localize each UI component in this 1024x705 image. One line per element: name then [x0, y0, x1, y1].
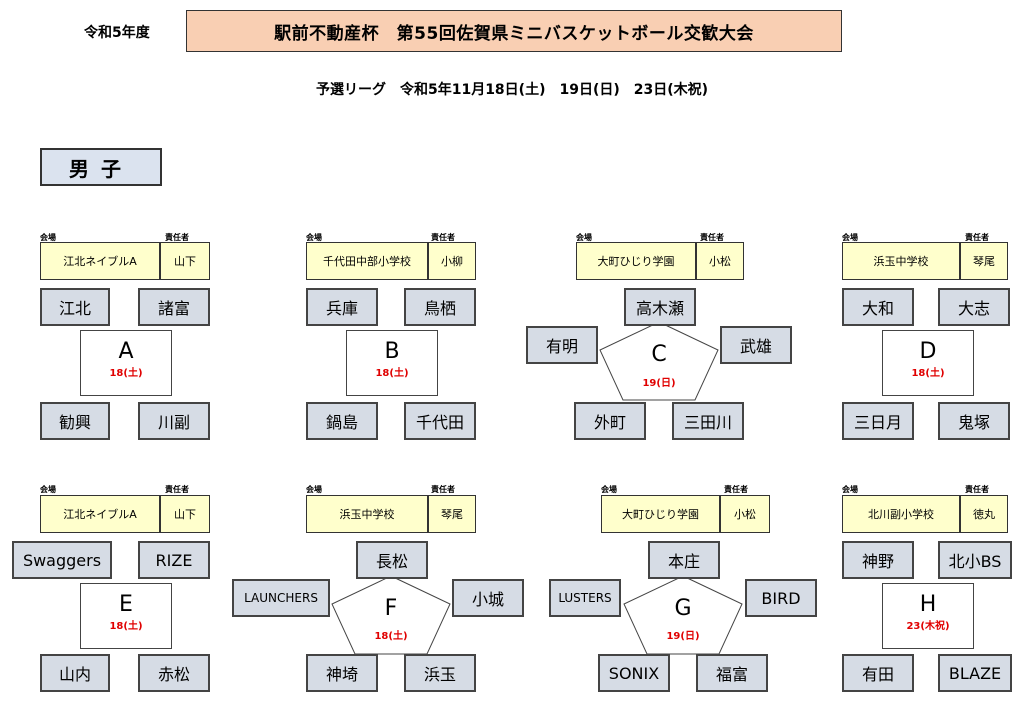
group-d-team: 三日月	[842, 402, 914, 440]
group-a-team: 川副	[138, 402, 210, 440]
group-a-person: 山下	[160, 242, 210, 280]
group-g-team: BIRD	[745, 579, 817, 617]
venue-label: 会場	[576, 233, 592, 242]
group-d-team: 大和	[842, 288, 914, 326]
group-a-team: 勧興	[40, 402, 110, 440]
group-g-pentagon	[623, 575, 743, 655]
tournament-title: 駅前不動産杯 第55回佐賀県ミニバスケットボール交歓大会	[186, 10, 842, 52]
group-c-venue: 大町ひじり学園	[576, 242, 696, 280]
group-c-team: 高木瀬	[624, 288, 696, 326]
group-e-center: E 18(土)	[80, 583, 172, 649]
schedule-subtitle: 予選リーグ 令和5年11月18日(土) 19日(日) 23日(木祝)	[315, 82, 709, 98]
group-g-team: LUSTERS	[549, 579, 621, 617]
group-g-letter: G	[674, 596, 692, 621]
venue-label: 会場	[842, 233, 858, 242]
venue-label: 会場	[601, 485, 617, 494]
group-h-team: BLAZE	[938, 654, 1012, 692]
group-f-team: 浜玉	[404, 654, 476, 692]
venue-label: 会場	[40, 233, 56, 242]
group-f-team: 小城	[452, 579, 524, 617]
venue-label: 会場	[306, 233, 322, 242]
group-g-team: 福富	[696, 654, 768, 692]
section-label-boys: 男子	[40, 148, 162, 186]
group-a-date: 18(土)	[109, 368, 143, 379]
group-h-team: 有田	[842, 654, 914, 692]
group-b-venue: 千代田中部小学校	[306, 242, 428, 280]
group-b-team: 鍋島	[306, 402, 378, 440]
group-f-person: 琴尾	[428, 495, 476, 533]
group-e-team: 山内	[40, 654, 110, 692]
group-c-person: 小松	[696, 242, 744, 280]
group-c-pentagon	[599, 321, 719, 401]
group-e-team: 赤松	[138, 654, 210, 692]
group-d-team: 鬼塚	[938, 402, 1010, 440]
group-b-team: 鳥栖	[404, 288, 476, 326]
group-f-team: 長松	[356, 541, 428, 579]
group-h-team: 北小BS	[938, 541, 1012, 579]
person-label: 責任者	[431, 233, 455, 242]
group-c-team: 武雄	[720, 326, 792, 364]
group-e-date: 18(土)	[109, 621, 143, 632]
group-a-team: 諸富	[138, 288, 210, 326]
group-d-center: D 18(土)	[882, 330, 974, 396]
person-label: 責任者	[431, 485, 455, 494]
group-a-center: A 18(土)	[80, 330, 172, 396]
season-year: 令和5年度	[84, 25, 150, 41]
group-d-letter: D	[919, 339, 937, 364]
group-g-team: 本庄	[648, 541, 720, 579]
person-label: 責任者	[165, 485, 189, 494]
group-g-date: 19(日)	[666, 631, 700, 642]
venue-label: 会場	[306, 485, 322, 494]
group-b-center: B 18(土)	[346, 330, 438, 396]
group-d-person: 琴尾	[960, 242, 1008, 280]
group-d-team: 大志	[938, 288, 1010, 326]
group-h-venue: 北川副小学校	[842, 495, 960, 533]
group-c-letter: C	[651, 342, 667, 367]
group-d-venue: 浜玉中学校	[842, 242, 960, 280]
person-label: 責任者	[724, 485, 748, 494]
group-h-letter: H	[919, 592, 937, 617]
group-h-team: 神野	[842, 541, 914, 579]
group-c-date: 19(日)	[642, 378, 676, 389]
group-d-date: 18(土)	[911, 368, 945, 379]
person-label: 責任者	[700, 233, 724, 242]
group-b-letter: B	[384, 339, 400, 364]
venue-label: 会場	[842, 485, 858, 494]
group-h-center: H 23(木祝)	[882, 583, 974, 649]
person-label: 責任者	[165, 233, 189, 242]
group-c-team: 外町	[574, 402, 646, 440]
group-e-team: Swaggers	[12, 541, 112, 579]
group-e-letter: E	[119, 592, 133, 617]
group-b-person: 小柳	[428, 242, 476, 280]
group-f-date: 18(土)	[374, 631, 408, 642]
group-f-letter: F	[384, 596, 398, 621]
group-e-person: 山下	[160, 495, 210, 533]
group-e-team: RIZE	[138, 541, 210, 579]
person-label: 責任者	[965, 233, 989, 242]
group-a-team: 江北	[40, 288, 110, 326]
group-f-team: 神埼	[306, 654, 378, 692]
group-b-team: 兵庫	[306, 288, 378, 326]
group-c-team: 三田川	[672, 402, 744, 440]
group-a-letter: A	[118, 339, 134, 364]
venue-label: 会場	[40, 485, 56, 494]
group-f-team: LAUNCHERS	[232, 579, 330, 617]
group-f-pentagon	[331, 575, 451, 655]
group-b-date: 18(土)	[375, 368, 409, 379]
group-h-person: 徳丸	[960, 495, 1008, 533]
person-label: 責任者	[965, 485, 989, 494]
group-c-team: 有明	[526, 326, 598, 364]
group-g-venue: 大町ひじり学園	[601, 495, 720, 533]
group-b-team: 千代田	[404, 402, 476, 440]
group-g-person: 小松	[720, 495, 770, 533]
group-f-venue: 浜玉中学校	[306, 495, 428, 533]
group-e-venue: 江北ネイブルA	[40, 495, 160, 533]
group-h-date: 23(木祝)	[906, 621, 950, 632]
group-a-venue: 江北ネイブルA	[40, 242, 160, 280]
group-g-team: SONIX	[598, 654, 670, 692]
